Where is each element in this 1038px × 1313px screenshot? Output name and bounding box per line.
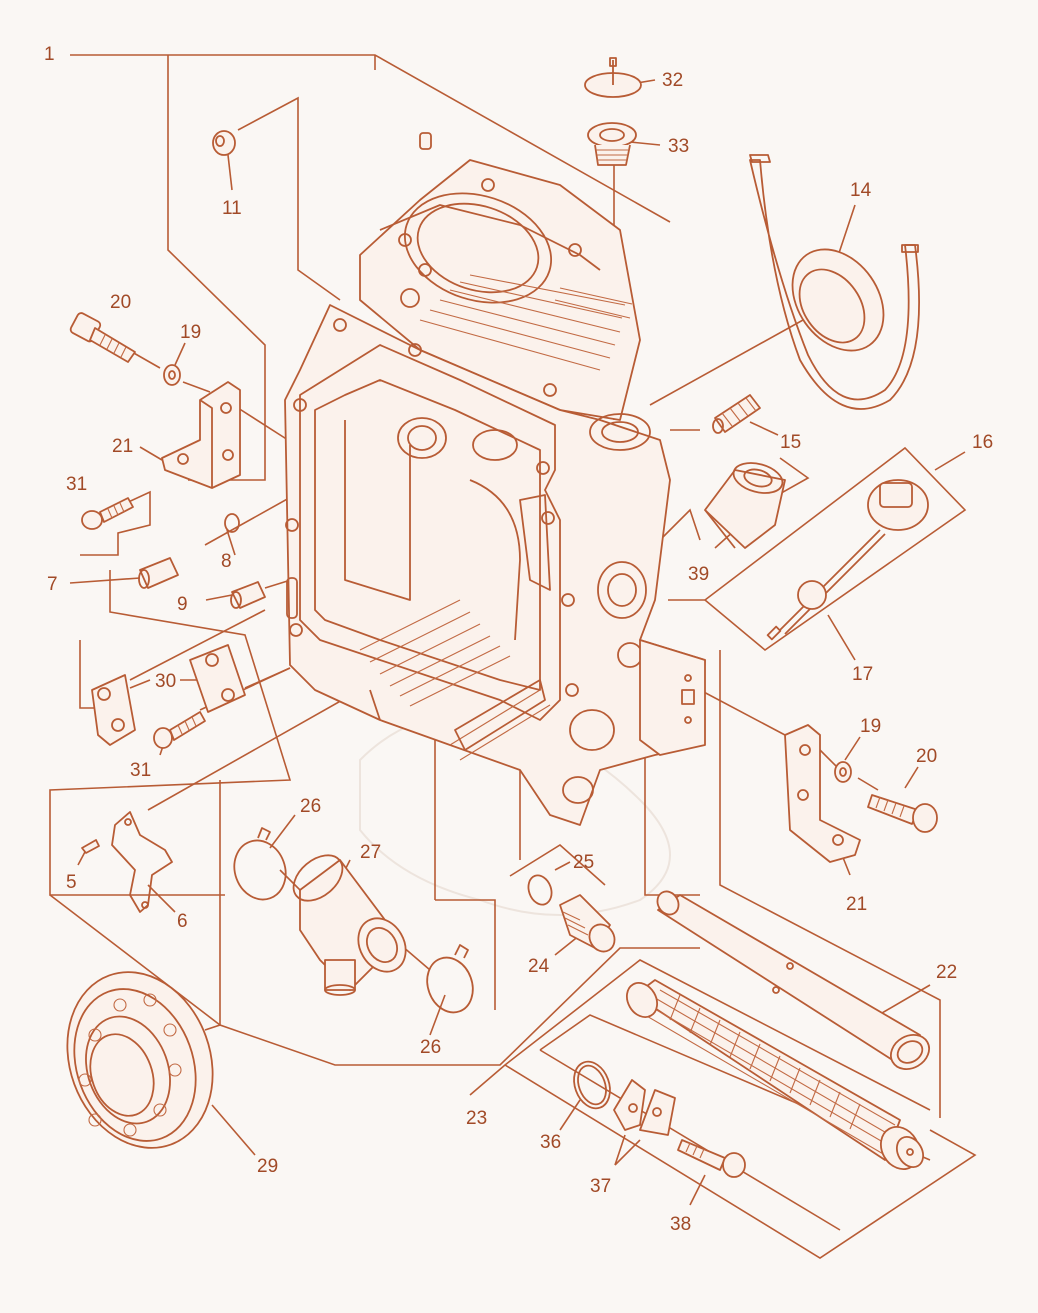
part-26-clamp-lower bbox=[426, 944, 474, 1014]
callout-27: 27 bbox=[360, 842, 381, 863]
callout-24: 24 bbox=[528, 956, 550, 977]
part-30-plate bbox=[91, 644, 246, 746]
callout-31-lower: 31 bbox=[130, 760, 151, 781]
callout-21-right: 21 bbox=[846, 894, 867, 915]
part-9-pin bbox=[230, 581, 266, 609]
part-25-o-ring bbox=[527, 874, 553, 906]
callout-19-right: 19 bbox=[860, 716, 881, 737]
callout-23: 23 bbox=[466, 1108, 487, 1129]
part-38-screw bbox=[677, 1139, 746, 1178]
callout-labels: 1 5 6 7 8 9 11 14 15 16 17 19 19 20 20 2… bbox=[44, 44, 993, 1235]
dowel-pin-top bbox=[419, 132, 432, 150]
callout-33: 33 bbox=[668, 136, 689, 157]
part-33-threaded-plug bbox=[587, 122, 637, 166]
part-5-screw bbox=[81, 839, 100, 854]
part-8-ring bbox=[224, 513, 240, 533]
part-16-17-dipstick bbox=[766, 479, 929, 641]
callout-6: 6 bbox=[177, 911, 188, 932]
part-23-strainer bbox=[626, 979, 925, 1170]
callout-26-upper: 26 bbox=[300, 796, 321, 817]
part-24-drain-plug bbox=[559, 894, 616, 953]
leader-lines bbox=[49, 54, 977, 1259]
part-27-tee-pipe bbox=[292, 854, 407, 996]
callout-5: 5 bbox=[66, 872, 77, 893]
callout-20-left: 20 bbox=[110, 292, 131, 313]
part-11-plug bbox=[212, 130, 236, 156]
callout-15: 15 bbox=[780, 432, 801, 453]
callout-25: 25 bbox=[573, 852, 594, 873]
callout-9: 9 bbox=[177, 594, 188, 615]
part-20-bolt-left bbox=[69, 312, 136, 363]
callout-36: 36 bbox=[540, 1132, 561, 1153]
callout-8: 8 bbox=[221, 551, 232, 572]
callout-11: 11 bbox=[222, 198, 242, 219]
callout-21-left: 21 bbox=[112, 436, 133, 457]
part-21-bracket-right bbox=[784, 724, 861, 863]
callout-22: 22 bbox=[936, 962, 957, 983]
part-7-pin bbox=[138, 557, 179, 589]
callout-14: 14 bbox=[850, 180, 872, 201]
part-6-clip bbox=[111, 811, 173, 913]
part-37-retainers bbox=[613, 1079, 676, 1136]
callout-17: 17 bbox=[852, 664, 873, 685]
callout-19-left: 19 bbox=[180, 322, 201, 343]
callout-26-lower: 26 bbox=[420, 1037, 441, 1058]
part-26-clamp-upper bbox=[233, 827, 287, 901]
callout-16: 16 bbox=[972, 432, 993, 453]
part-32-cap bbox=[584, 57, 642, 98]
crankcase-body bbox=[284, 159, 706, 826]
part-20-bolt-right bbox=[867, 794, 938, 833]
callout-29: 29 bbox=[257, 1156, 278, 1177]
part-36-o-ring bbox=[573, 1060, 611, 1110]
callout-7: 7 bbox=[47, 574, 58, 595]
callout-38: 38 bbox=[670, 1214, 691, 1235]
callout-20-right: 20 bbox=[916, 746, 937, 767]
part-39-fitting bbox=[704, 462, 786, 549]
part-29-bearing bbox=[66, 971, 214, 1149]
part-22-tube bbox=[656, 890, 930, 1070]
part-19-washer-right bbox=[834, 761, 852, 783]
callout-1: 1 bbox=[44, 44, 55, 65]
part-31-screw-lower bbox=[153, 711, 206, 749]
callout-31-upper: 31 bbox=[66, 474, 87, 495]
callout-39: 39 bbox=[688, 564, 709, 585]
part-19-washer-left bbox=[163, 364, 181, 386]
callout-30: 30 bbox=[155, 671, 176, 692]
part-21-bracket-left bbox=[161, 381, 241, 489]
part-15-set-screw bbox=[712, 394, 761, 434]
callout-32: 32 bbox=[662, 70, 683, 91]
callout-37: 37 bbox=[590, 1176, 611, 1197]
part-14-oil-seal bbox=[749, 154, 920, 410]
part-31-screw-upper bbox=[81, 497, 134, 530]
